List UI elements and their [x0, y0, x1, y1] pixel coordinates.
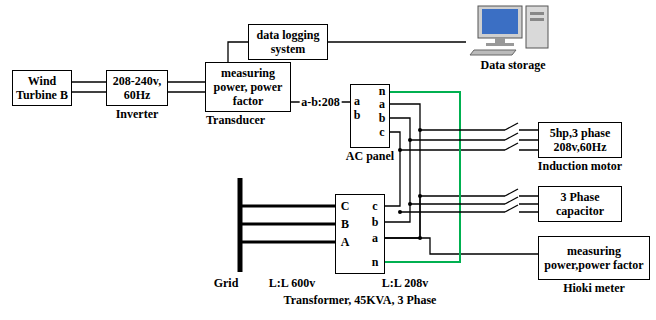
node-content: 3 Phase capacitor: [539, 187, 621, 221]
node-content: 208-240v, 60Hz: [107, 71, 167, 105]
monitor-stand: [495, 38, 505, 43]
junction-dot: [408, 202, 412, 206]
computer-icon: [466, 2, 560, 58]
voltage-label: L:L 208v: [382, 276, 428, 290]
wire: [168, 91, 205, 92]
switch-symbol: [505, 133, 518, 140]
switch-symbol: [505, 197, 518, 204]
grid-label: Grid: [214, 276, 239, 290]
junction-dot: [418, 128, 422, 132]
junction-dot: [408, 138, 412, 142]
junction-dot: [418, 236, 422, 240]
wire-connector: [385, 92, 460, 262]
node-content: Data storage: [466, 2, 560, 72]
junction-dot: [398, 210, 402, 214]
logger-box: data logging system: [248, 24, 328, 60]
junction-dot: [418, 194, 422, 198]
terminal-letter: b: [372, 215, 379, 229]
switch-symbol: [505, 189, 518, 196]
keyboard: [470, 50, 516, 55]
grid-line: [240, 241, 335, 244]
grid-line: [240, 223, 335, 226]
switch-gap: [505, 137, 519, 143]
monitor-frame: [478, 6, 522, 38]
node-text: 5hp,3 phase 208v,60Hz: [542, 126, 618, 154]
terminal-letter: a: [372, 231, 378, 245]
edge-label: a-b:208: [299, 96, 342, 109]
node-text: measuring power, power factor: [209, 66, 287, 108]
terminal-letter: n: [372, 255, 379, 269]
node-content: 5hp,3 phase 208v,60Hz: [539, 123, 621, 157]
junction-dot: [398, 148, 402, 152]
monitor-base: [486, 43, 514, 46]
motor-box: 5hp,3 phase 208v,60HzInduction motor: [538, 122, 622, 158]
node-caption: AC panel: [346, 149, 394, 163]
terminal-letter: a: [354, 94, 360, 108]
node-caption: Transducer: [206, 113, 265, 127]
turbine-box: Wind Turbine B: [12, 70, 72, 106]
wire: [420, 129, 538, 130]
node-caption: Induction motor: [538, 159, 622, 173]
pc-tower: [526, 6, 548, 48]
computer-icon: Data storage: [466, 2, 560, 72]
switch-symbol: [505, 143, 518, 150]
terminal-letter: c: [379, 125, 384, 139]
terminal-letter: b: [379, 111, 386, 125]
inverter-box: 208-240v, 60HzInverter: [106, 70, 168, 106]
node-text: 3 Phase capacitor: [542, 190, 618, 218]
wire-connector: [328, 41, 466, 42]
node-content: measuring power,power factor: [539, 237, 649, 279]
node-content: measuring power, power factor: [206, 63, 290, 111]
wire-connector: [228, 42, 248, 62]
terminal-letter: c: [372, 199, 377, 213]
node-content: Wind Turbine B: [13, 71, 71, 105]
wire-connector: [168, 81, 205, 82]
terminal-letter: B: [341, 217, 349, 231]
wire-connector: [72, 81, 106, 82]
node-text: measuring power,power factor: [542, 244, 646, 272]
grid-line: [240, 205, 335, 208]
node-text: data logging system: [252, 28, 324, 56]
wire: [390, 104, 420, 238]
node-text: Wind Turbine B: [16, 74, 68, 102]
wire-connector: [385, 196, 538, 238]
meter-box: measuring power,power factorHioki meter: [538, 236, 650, 280]
node-caption: Transformer, 45KVA, 3 Phase: [284, 293, 437, 307]
wire-connector: [385, 238, 538, 254]
switch-gap: [505, 147, 519, 153]
terminal-letter: b: [354, 108, 361, 122]
switch-symbol: [505, 205, 518, 212]
node-caption: Hioki meter: [563, 281, 625, 295]
switch-symbol: [505, 123, 518, 130]
terminal-letter: C: [341, 199, 350, 213]
wire: [72, 91, 106, 92]
node-content: data logging system: [249, 25, 327, 59]
capacitor-box: 3 Phase capacitor: [538, 186, 622, 222]
transducer-box: measuring power, power factorTransducer: [205, 62, 291, 112]
node-caption: Inverter: [116, 107, 159, 121]
node-text: 208-240v, 60Hz: [110, 74, 164, 102]
switch-gap: [505, 209, 519, 215]
switch-gap: [505, 127, 519, 133]
drive-slot: [530, 18, 544, 21]
terminal-letter: n: [379, 84, 386, 98]
monitor-screen: [482, 9, 518, 34]
terminal-letter: a: [379, 97, 385, 111]
node-text: Data storage: [481, 58, 546, 72]
voltage-label: L:L 600v: [269, 276, 315, 290]
drive-slot: [530, 12, 544, 15]
terminal-letter: A: [341, 235, 350, 249]
